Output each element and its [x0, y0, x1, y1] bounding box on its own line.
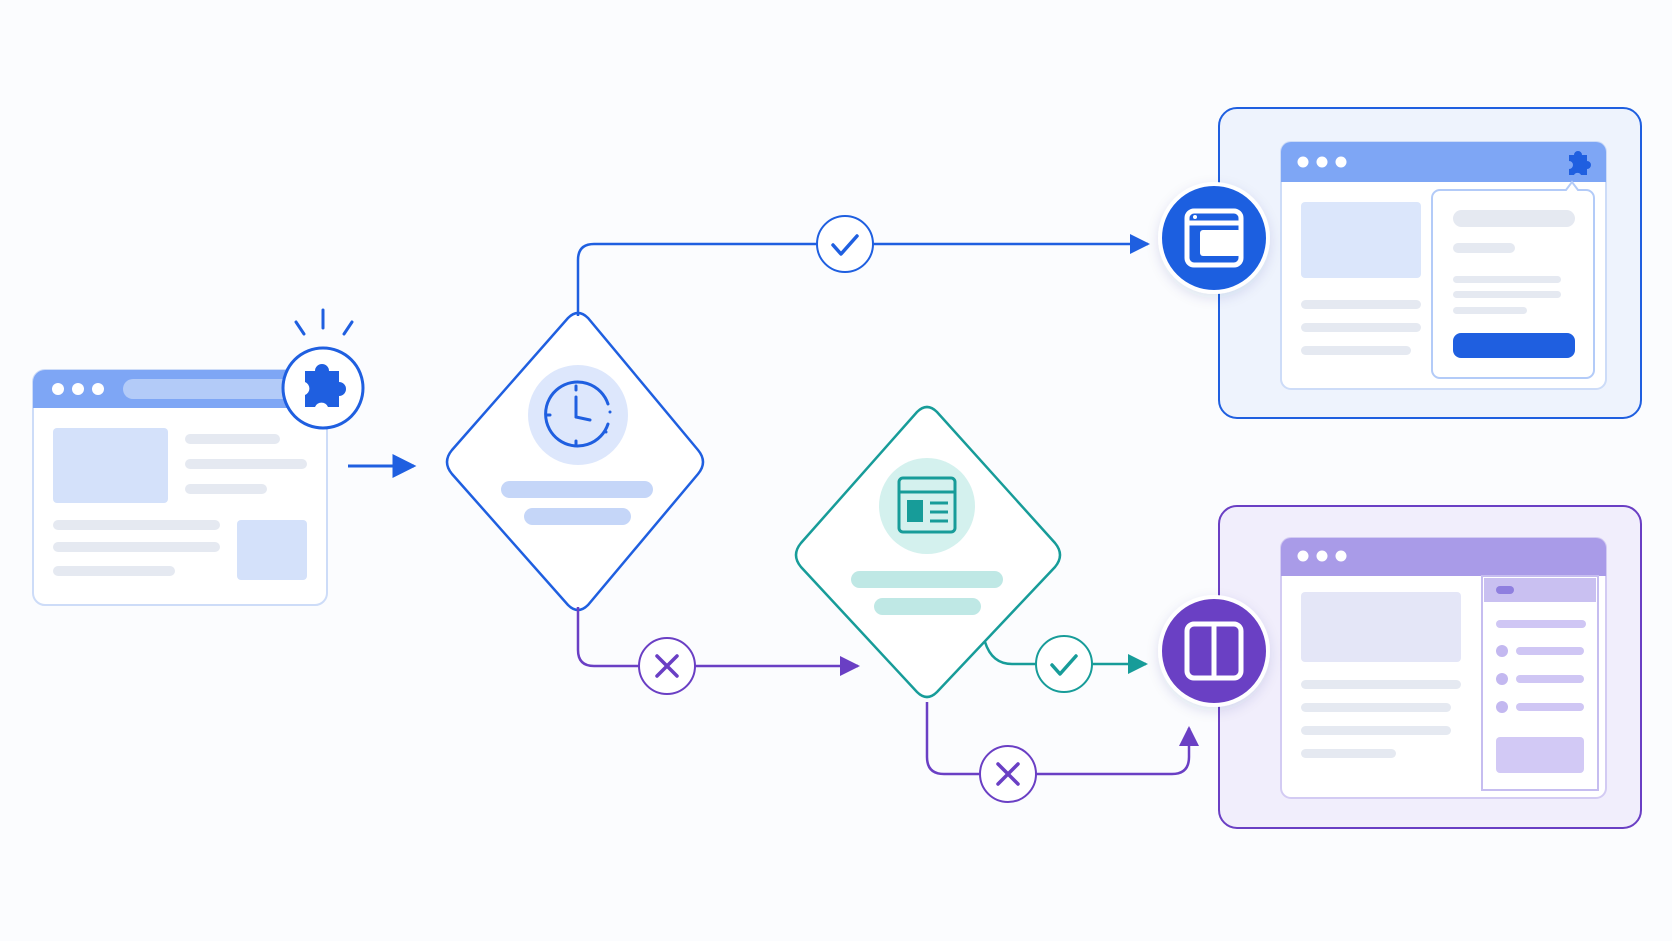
browser-layout-icon [897, 476, 957, 534]
outcome-sidepanel-card [1218, 505, 1642, 829]
side-panel-action-button[interactable] [1496, 737, 1584, 773]
check-icon [831, 234, 859, 256]
outcome-popup-card [1218, 107, 1642, 419]
decision-layout [794, 405, 1062, 699]
extension-side-panel [1481, 575, 1599, 791]
side-panel-icon [1184, 621, 1244, 681]
edge-decision-layout-yes [983, 641, 1148, 674]
cross-marker-bottom [979, 745, 1037, 803]
edge-decision-time-no [576, 607, 860, 676]
popup-window-icon [1184, 208, 1244, 268]
check-icon [1050, 654, 1078, 676]
address-bar [123, 379, 293, 399]
popup-window-badge [1158, 182, 1270, 294]
sparkle-icon [294, 308, 354, 336]
window-control-dots [52, 383, 104, 395]
image-placeholder [53, 428, 168, 503]
decision-time [445, 311, 705, 612]
popup-action-button[interactable] [1453, 333, 1575, 358]
puzzle-icon [1569, 151, 1591, 175]
side-panel-badge [1158, 595, 1270, 707]
clock-icon [544, 380, 612, 448]
check-marker-top [816, 215, 874, 273]
extension-popup [1431, 180, 1595, 379]
cross-icon [655, 654, 679, 678]
puzzle-icon [305, 364, 346, 407]
source-page-window [32, 369, 328, 606]
cross-icon [996, 762, 1020, 786]
edge-decision-layout-no [925, 702, 1199, 776]
edge-decision-time-yes [576, 234, 1150, 316]
check-marker-bottom [1035, 635, 1093, 693]
extension-badge[interactable] [281, 346, 365, 430]
cross-marker-mid [638, 637, 696, 695]
thumbnail-placeholder [237, 520, 307, 580]
